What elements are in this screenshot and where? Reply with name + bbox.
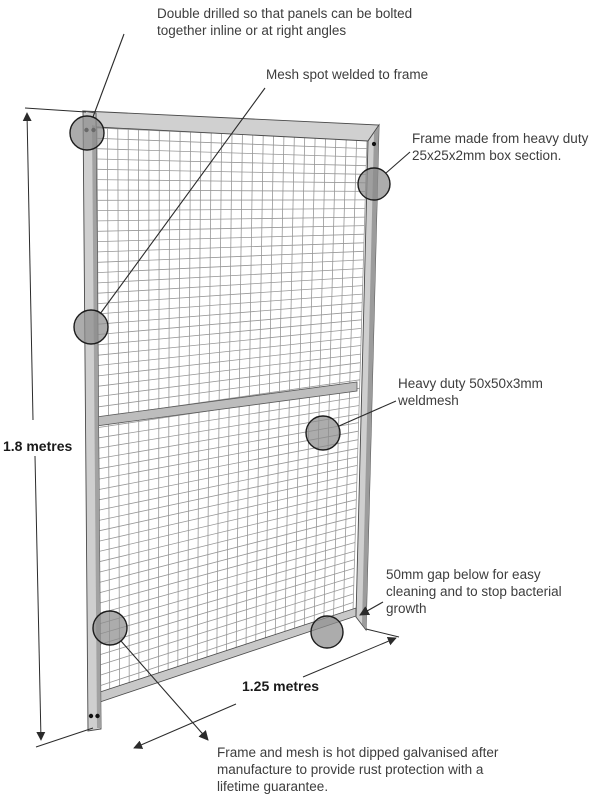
width-extension-right [365, 628, 400, 638]
top-rail [82, 110, 380, 142]
height-dim-lower [34, 455, 46, 741]
annotation-gap-below: 50mm gap below for easy cleaning and to … [386, 567, 562, 616]
height-dim-upper [22, 112, 34, 421]
callout-circle-double-drilled [69, 115, 105, 151]
height-dimension-label: 1.8 metres [3, 438, 73, 454]
leader-gap-arrow [359, 601, 384, 616]
width-dim-right [302, 636, 397, 678]
drill-hole-bottom-left-2 [95, 713, 100, 719]
annotation-galvanised: Frame and mesh is hot dipped galvanised … [217, 745, 499, 794]
leader-weldmesh [338, 400, 397, 427]
annotation-box-section: Frame made from heavy duty 25x25x2mm box… [412, 131, 589, 163]
left-leg-shade [92, 125, 101, 728]
leader-box-section [385, 151, 411, 174]
wire-mesh [96, 127, 368, 697]
callout-circle-box-section [357, 167, 391, 201]
leader-spot-weld [99, 87, 266, 315]
height-extension-bottom [35, 727, 94, 748]
callout-circle-gap [310, 615, 344, 649]
width-dim-left [133, 703, 237, 749]
annotation-double-drilled: Double drilled so that panels can be bol… [157, 6, 413, 38]
callout-circle-weldmesh [305, 415, 341, 451]
height-extension-top [24, 107, 87, 113]
leader-galvanised-arrow [120, 640, 209, 741]
drill-hole-top-right [371, 141, 377, 147]
callout-circle-spot-weld [73, 309, 109, 345]
callout-circle-galvanised [92, 610, 128, 646]
annotation-weldmesh: Heavy duty 50x50x3mm weldmesh [398, 376, 543, 408]
width-dimension-label: 1.25 metres [242, 678, 320, 694]
annotation-mesh-spot-welded: Mesh spot welded to frame [266, 67, 429, 82]
leader-double-drilled [92, 33, 125, 118]
right-leg-shade [362, 126, 379, 629]
drill-hole-bottom-left-1 [88, 713, 94, 719]
